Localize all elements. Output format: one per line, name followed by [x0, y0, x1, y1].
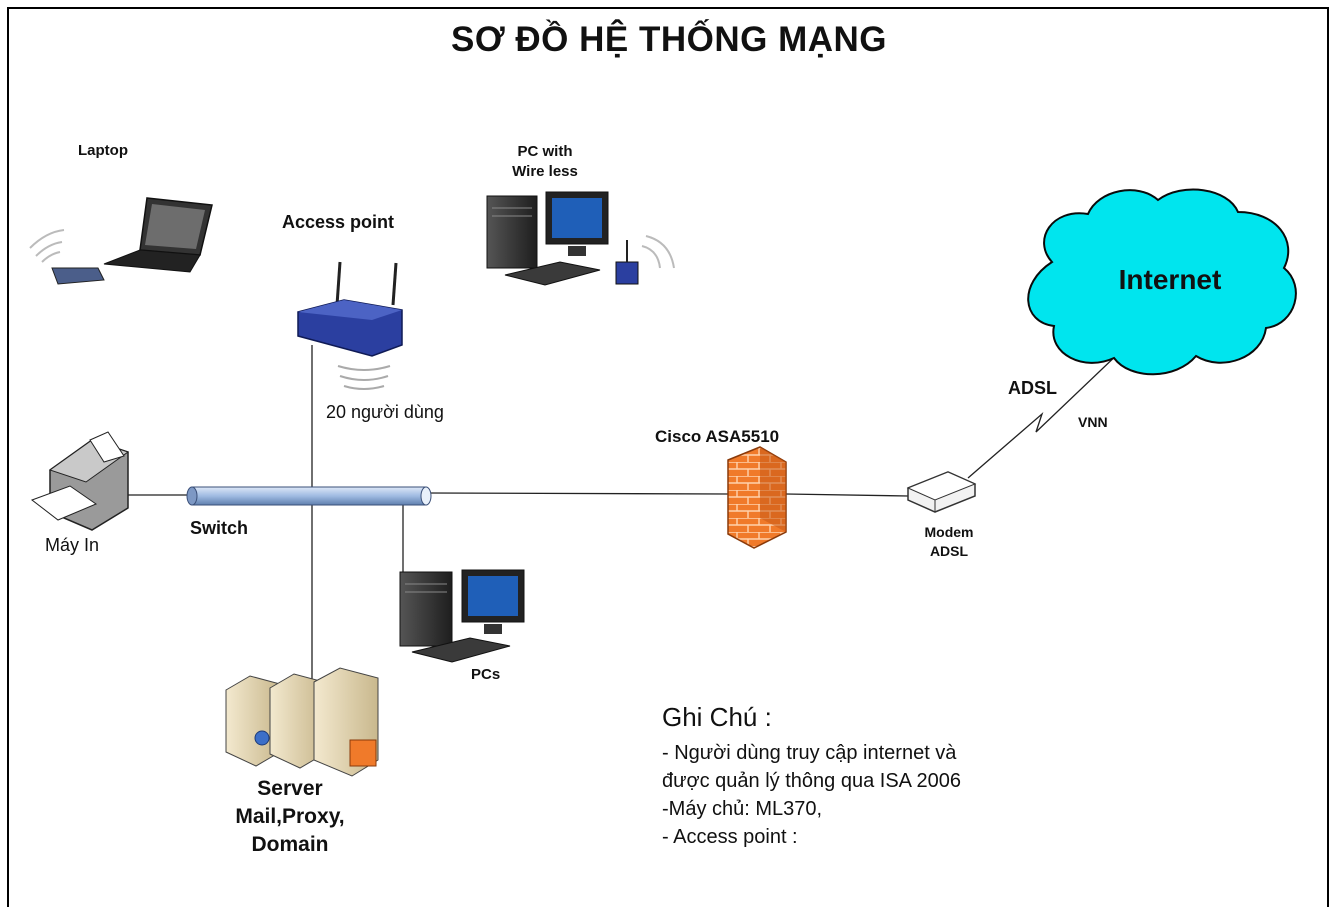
- server-icon: [225, 667, 379, 777]
- notes-title: Ghi Chú :: [662, 702, 772, 732]
- pc-wireless-icon: [486, 191, 675, 286]
- line-switch-firewall: [427, 492, 729, 495]
- firewall-label: Cisco ASA5510: [655, 427, 780, 446]
- switch-label: Switch: [190, 518, 249, 538]
- notes-block: Ghi Chú : - Người dùng truy cập internet…: [662, 702, 961, 851]
- adsl-label: ADSL: [1008, 378, 1057, 398]
- adsl-link-line: [967, 349, 1123, 479]
- notes-line: - Access point :: [662, 826, 798, 848]
- modem-icon: [906, 471, 977, 513]
- access-point-icon: [297, 261, 403, 390]
- page-title: SƠ ĐỒ HỆ THỐNG MẠNG: [450, 20, 888, 59]
- access-point-label: Access point: [282, 212, 395, 232]
- line-firewall-modem: [785, 493, 909, 497]
- pcs-label: PCs: [471, 666, 501, 683]
- access-point-users-label: 20 người dùng: [326, 402, 444, 422]
- server-label: Server Mail,Proxy, Domain: [235, 777, 345, 856]
- laptop-label: Laptop: [78, 142, 128, 159]
- printer-label: Máy In: [45, 535, 100, 555]
- pc-wireless-label: PC with Wire less: [512, 143, 578, 180]
- connection-lines: [128, 345, 1123, 680]
- internet-label: Internet: [1118, 264, 1222, 295]
- pcs-icon: [399, 569, 525, 663]
- firewall-icon: [727, 446, 787, 549]
- modem-label: Modem ADSL: [924, 524, 974, 559]
- notes-line: được quản lý thông qua ISA 2006: [662, 770, 961, 792]
- internet-cloud: [1027, 188, 1297, 376]
- diagram-frame: [7, 7, 1329, 907]
- switch-icon: [186, 486, 432, 506]
- printer-icon: [30, 431, 130, 531]
- notes-line: -Máy chủ: ML370,: [662, 798, 823, 820]
- vnn-label: VNN: [1078, 414, 1108, 430]
- laptop-icon: [29, 197, 213, 285]
- notes-line: - Người dùng truy cập internet và: [662, 742, 957, 764]
